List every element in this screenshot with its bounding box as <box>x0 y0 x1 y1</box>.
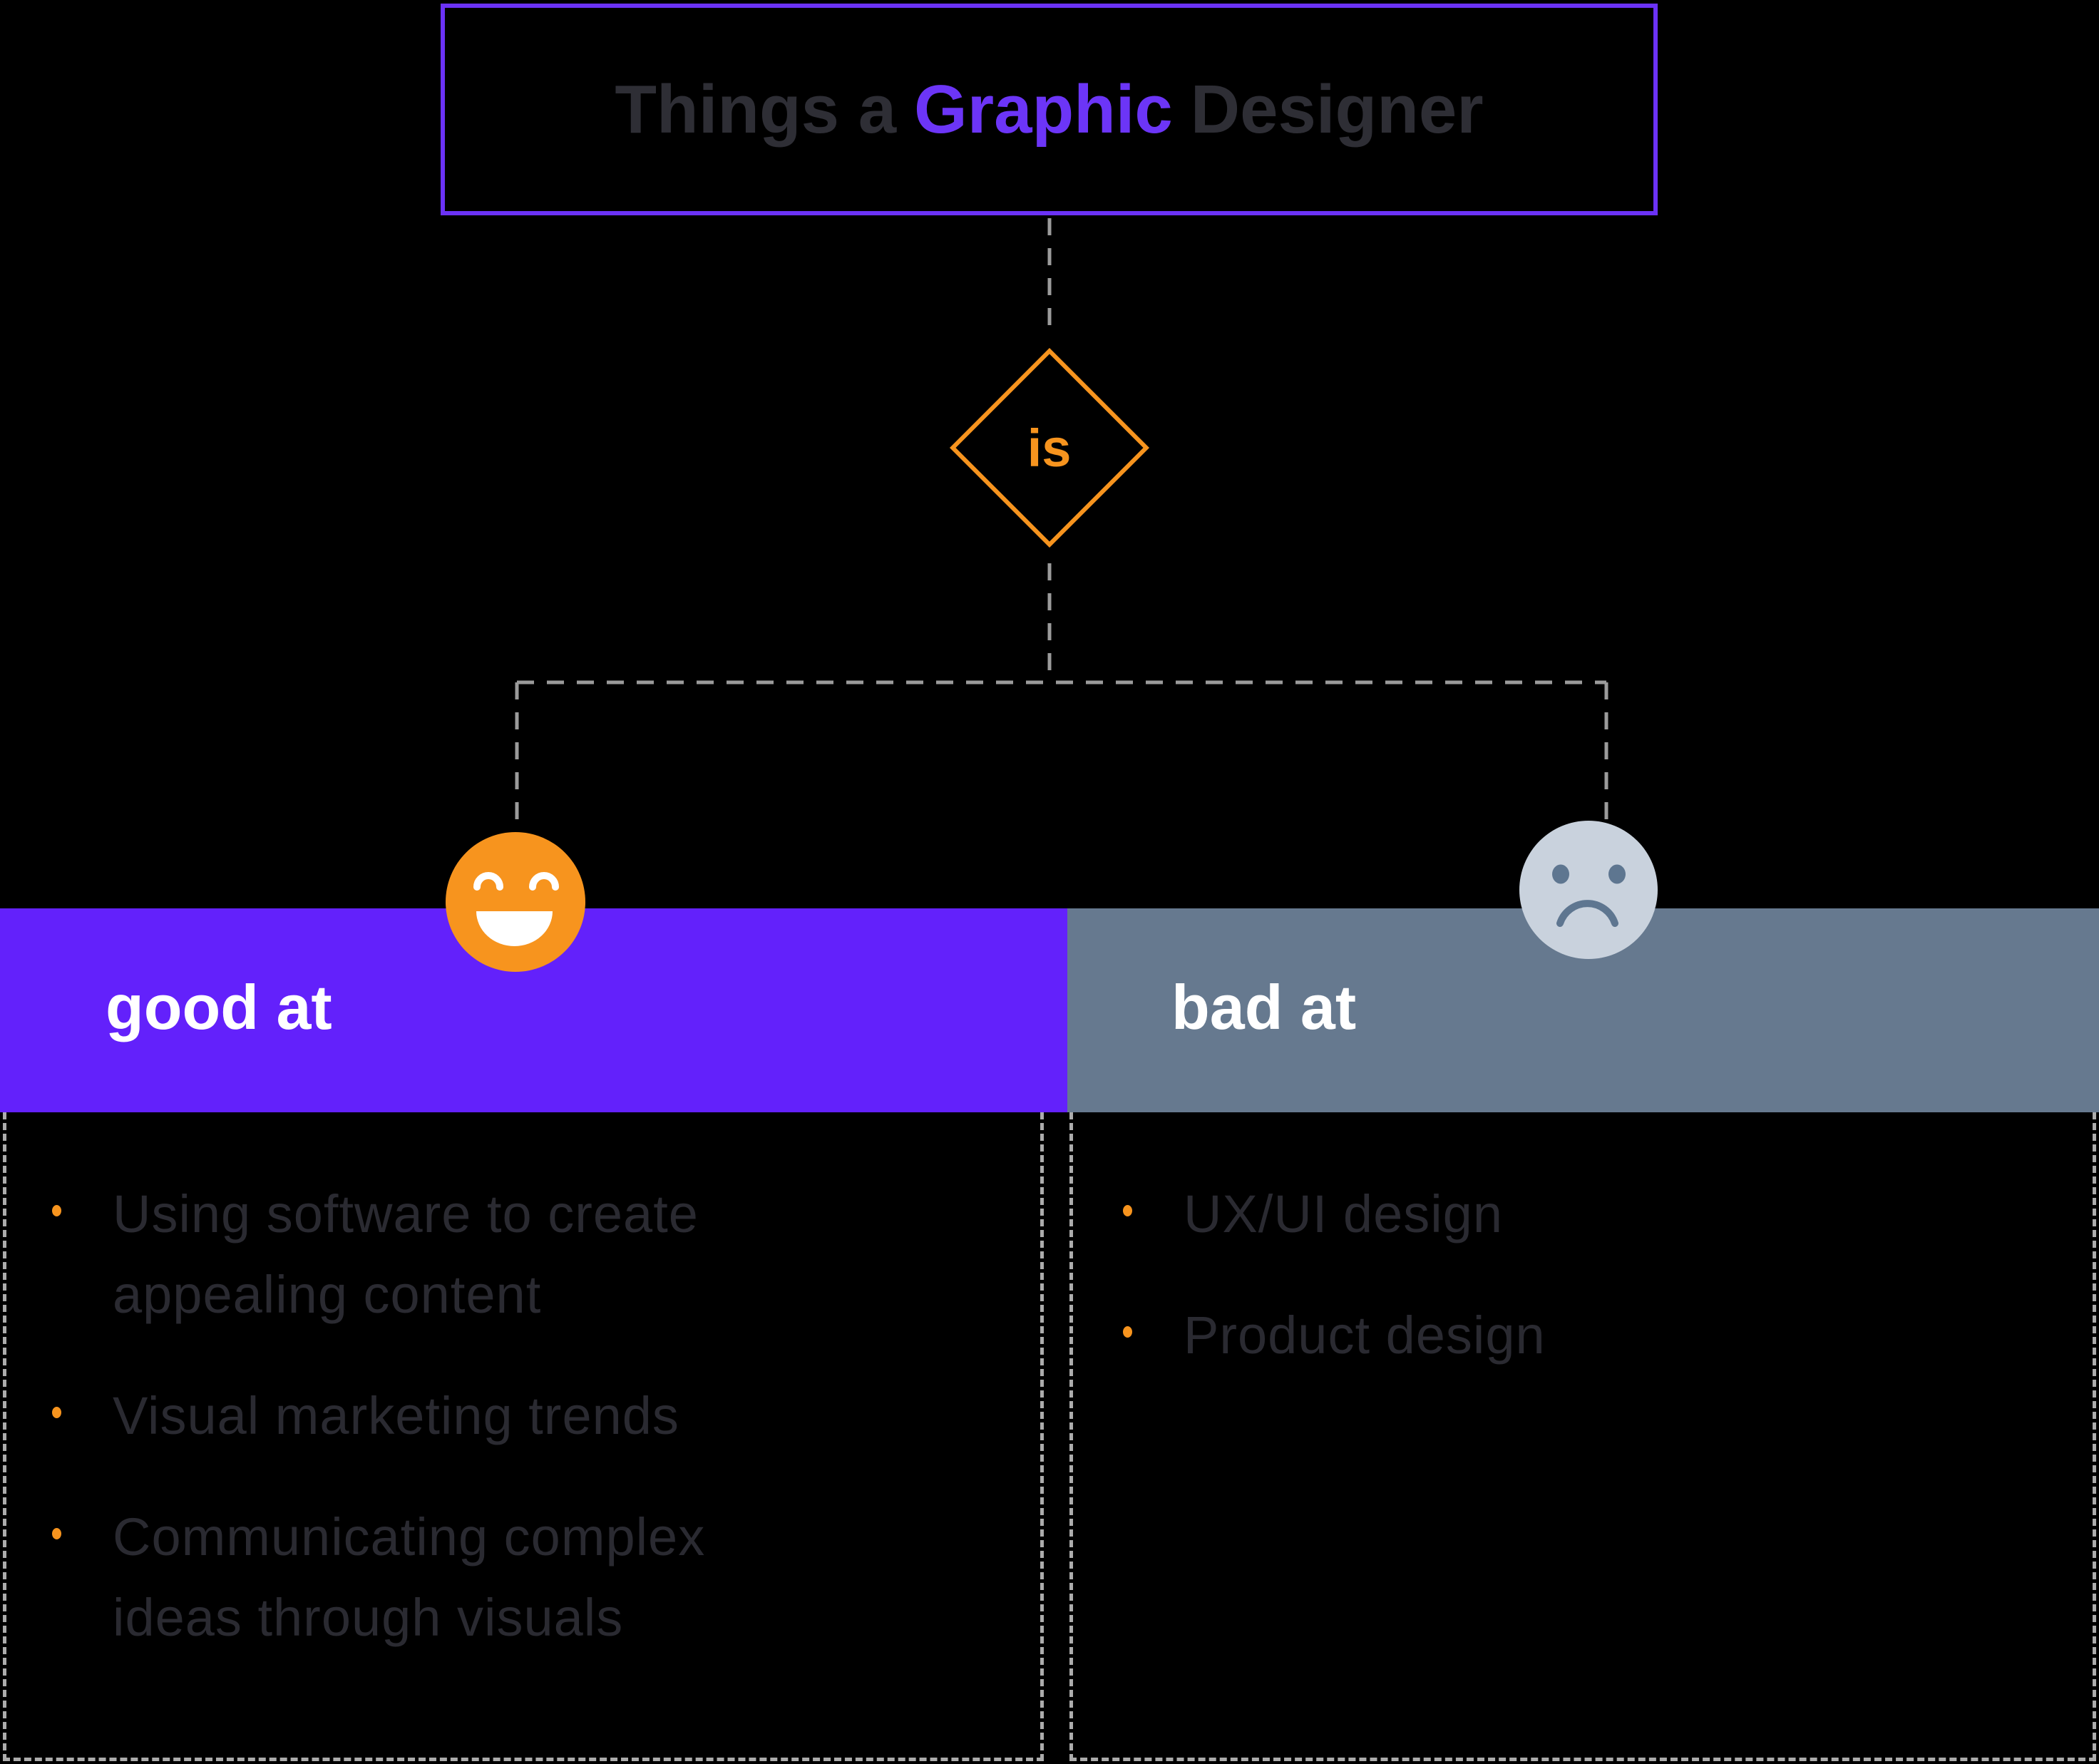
title-part1: Things a <box>615 71 897 148</box>
bullet-icon <box>1123 1205 1132 1216</box>
list-item: Communicating complex ideas through visu… <box>52 1497 1012 1658</box>
bullet-icon <box>1123 1326 1132 1338</box>
bullet-icon <box>52 1407 61 1418</box>
bullet-icon <box>52 1528 61 1539</box>
title-part2: Designer <box>1190 71 1484 148</box>
list-item-line: ideas through visuals <box>113 1588 624 1647</box>
list-item-line: UX/UI design <box>1184 1184 1503 1243</box>
sad-face-icon <box>1519 821 1658 959</box>
bad-at-list: UX/UI design Product design <box>1123 1174 2064 1375</box>
list-item-line: appealing content <box>113 1265 542 1324</box>
list-item: Using software to create appealing conte… <box>52 1174 1012 1335</box>
list-item: Product design <box>1123 1295 2064 1375</box>
title-box: Things a Graphic Designer <box>441 4 1658 215</box>
good-at-list: Using software to create appealing conte… <box>52 1174 1012 1658</box>
title-highlight: Graphic <box>914 71 1173 148</box>
good-at-panel: Using software to create appealing conte… <box>3 1112 1044 1761</box>
list-item-text: Product design <box>1184 1295 1546 1375</box>
bullet-icon <box>52 1205 61 1216</box>
list-item-text: Communicating complex ideas through visu… <box>113 1497 705 1658</box>
list-item-text: Visual marketing trends <box>113 1375 679 1456</box>
good-at-label: good at <box>106 972 332 1042</box>
list-item-text: Using software to create appealing conte… <box>113 1174 699 1335</box>
list-item-line: Product design <box>1184 1306 1546 1365</box>
list-item: UX/UI design <box>1123 1174 2064 1254</box>
happy-face-icon <box>446 832 585 972</box>
bad-at-label: bad at <box>1171 972 1357 1042</box>
list-item-text: UX/UI design <box>1184 1174 1503 1254</box>
list-item-line: Using software to create <box>113 1184 699 1243</box>
list-item: Visual marketing trends <box>52 1375 1012 1456</box>
list-item-line: Visual marketing trends <box>113 1386 679 1445</box>
decision-label: is <box>1027 418 1072 478</box>
bad-at-panel: UX/UI design Product design <box>1069 1112 2096 1761</box>
list-item-line: Communicating complex <box>113 1507 706 1566</box>
